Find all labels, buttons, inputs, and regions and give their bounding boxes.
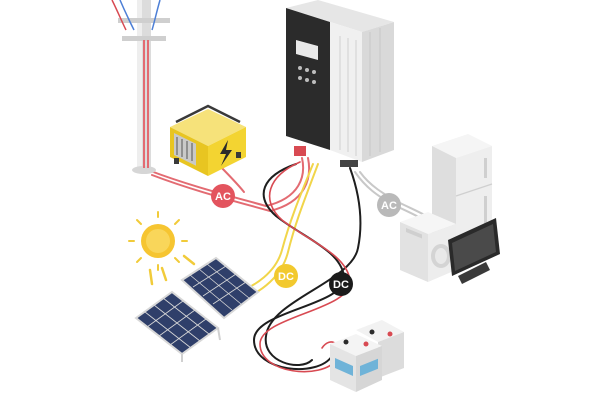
dc-solar-badge-label: DC	[278, 271, 294, 283]
dc-battery-wire-2	[264, 167, 362, 367]
ac-grid-wire	[147, 157, 304, 207]
ac-grid-badge-label: AC	[215, 191, 231, 203]
dc-solar-wire-2	[233, 163, 314, 295]
television-icon	[448, 218, 500, 284]
ac-load-badge-label: AC	[381, 200, 397, 212]
solar-panel-icon	[134, 256, 260, 362]
ac-grid-badge: AC	[211, 184, 235, 208]
inverter-icon	[286, 0, 394, 167]
sun-icon	[128, 211, 196, 286]
dc-battery-badge-label: DC	[333, 279, 349, 291]
dc-battery-badge: DC	[329, 272, 353, 296]
battery-icon	[330, 320, 404, 392]
washing-machine-icon	[400, 212, 456, 282]
utility-pole-icon	[111, 0, 170, 174]
generator-icon	[170, 104, 246, 176]
dc-solar-badge: DC	[274, 264, 298, 288]
ac-load-badge: AC	[377, 193, 401, 217]
dc-solar-wire	[239, 163, 319, 301]
